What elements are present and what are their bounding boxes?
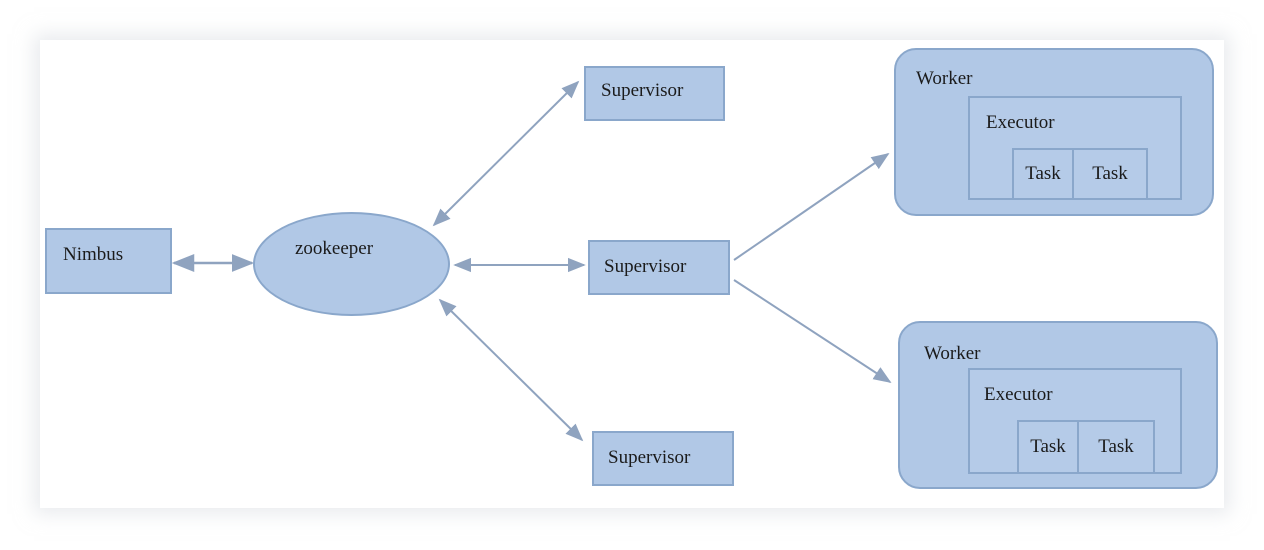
supervisor-mid-node: Supervisor xyxy=(588,240,730,295)
nimbus-node: Nimbus xyxy=(45,228,172,294)
worker-top-executor: Executor Task Task xyxy=(968,96,1182,200)
edge-zookeeper-supervisor-bottom xyxy=(438,298,584,442)
edge-supervisor-worker-bottom xyxy=(733,279,892,383)
worker-top-task-2: Task xyxy=(1072,148,1148,200)
worker-top-task-1-label: Task xyxy=(1025,163,1061,184)
edge-zookeeper-supervisor-top xyxy=(432,80,580,227)
zookeeper-label: zookeeper xyxy=(295,238,374,259)
worker-top-task-1: Task xyxy=(1012,148,1074,200)
supervisor-bottom-node: Supervisor xyxy=(592,431,734,486)
worker-bottom-executor-label: Executor xyxy=(984,384,1053,405)
worker-bottom-executor: Executor Task Task xyxy=(968,368,1182,474)
worker-top-task-2-label: Task xyxy=(1092,163,1128,184)
worker-bottom-node: Worker Executor Task Task xyxy=(898,321,1218,489)
supervisor-mid-label: Supervisor xyxy=(604,256,687,277)
supervisor-top-label: Supervisor xyxy=(601,80,684,101)
supervisor-bottom-label: Supervisor xyxy=(608,447,691,468)
nimbus-label: Nimbus xyxy=(63,244,124,265)
worker-top-label: Worker xyxy=(916,68,973,89)
worker-bottom-task-1: Task xyxy=(1017,420,1079,474)
worker-bottom-task-1-label: Task xyxy=(1030,436,1066,457)
edge-supervisor-worker-top xyxy=(733,152,890,261)
worker-bottom-task-2-label: Task xyxy=(1098,436,1134,457)
worker-top-node: Worker Executor Task Task xyxy=(894,48,1214,216)
supervisor-top-node: Supervisor xyxy=(584,66,725,121)
zookeeper-node: zookeeper xyxy=(253,212,450,316)
worker-top-executor-label: Executor xyxy=(986,112,1055,133)
worker-bottom-task-2: Task xyxy=(1077,420,1155,474)
worker-bottom-label: Worker xyxy=(924,343,981,364)
